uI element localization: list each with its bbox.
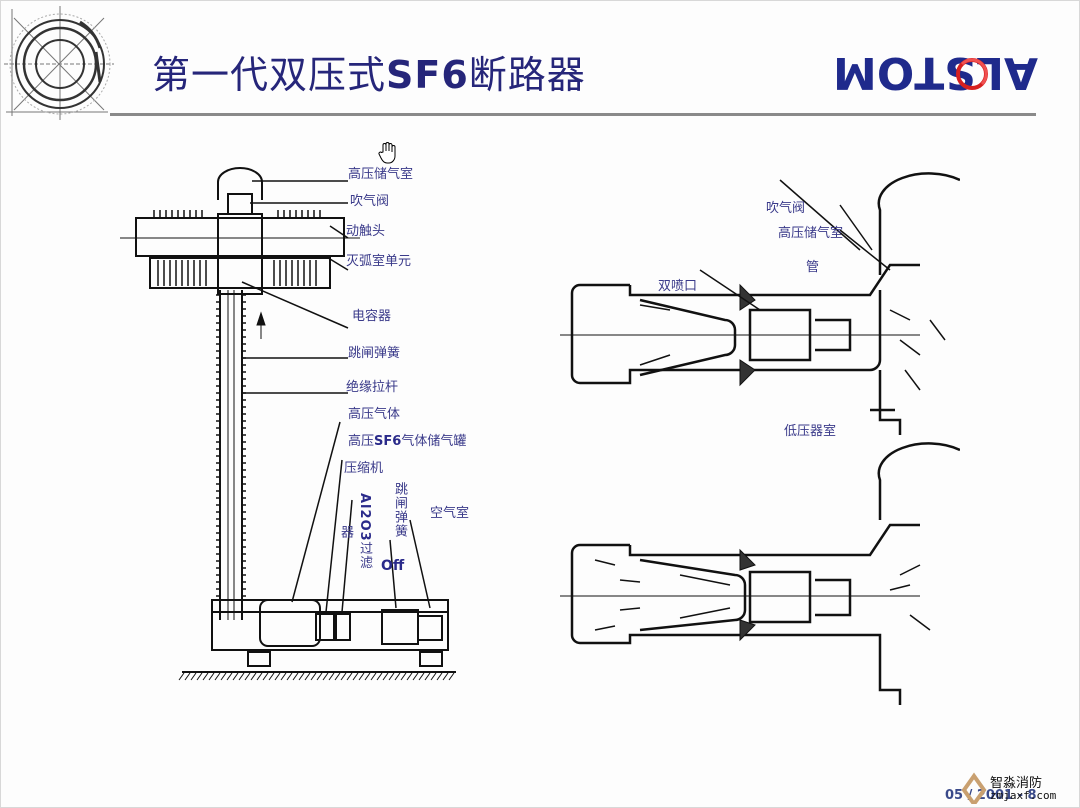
label-off: Off (381, 558, 405, 574)
ground-hatch-line (328, 672, 335, 681)
ground-hatch-line (244, 672, 251, 681)
ground-hatch-line (358, 672, 365, 681)
left-breaker-diagram (120, 167, 456, 681)
ground-hatch-line (448, 672, 455, 681)
ground-hatch-line (346, 672, 353, 681)
ground-hatch-line (298, 672, 305, 681)
ground-hatch-line (352, 672, 359, 681)
ground-hatch-line (208, 672, 215, 681)
ground-hatch-line (424, 672, 431, 681)
ground-hatch-line (400, 672, 407, 681)
page-number: 05 / 2001 - 8 (945, 788, 1037, 803)
ground-hatch-line (376, 672, 383, 681)
ground-hatch-line (340, 672, 347, 681)
label-sf6-tank: 高压SF6气体储气罐 (348, 430, 466, 449)
label-blow-valve: 吹气阀 (350, 194, 390, 209)
label-double-nozzle: 双喷口 (658, 279, 698, 294)
ground-hatch-line (232, 672, 239, 681)
filter-label-bold: Al2O3 (357, 493, 372, 542)
slide-title: 第一代双压式SF6断路器 (152, 44, 586, 99)
label-hp-gas: 高压气体 (348, 407, 401, 422)
ground-hatch-line (250, 672, 257, 681)
label-right-blow-valve: 吹气阀 (766, 201, 806, 216)
title-text-suffix: 断路器 (468, 53, 586, 97)
ground-hatch-line (322, 672, 329, 681)
ground-hatch-line (388, 672, 395, 681)
ground-hatch-line (442, 672, 449, 681)
ground-hatch-line (286, 672, 293, 681)
ground-hatch-line (418, 672, 425, 681)
ground-hatch-line (334, 672, 341, 681)
filter-label-text: 过滤 (357, 541, 372, 570)
label-right-hp-chamber: 高压储气室 (778, 226, 844, 241)
label-lp-chamber: 低压器室 (784, 424, 837, 439)
ground-hatch-line (214, 672, 221, 681)
ground-hatch-line (190, 672, 197, 681)
right-nozzle-diagram-bottom (560, 442, 960, 705)
ground-hatch-line (226, 672, 233, 681)
ground-hatch-line (430, 672, 437, 681)
ground-hatch-line (256, 672, 263, 681)
ground-hatch-line (184, 672, 191, 681)
ground-hatch-line (292, 672, 299, 681)
hand-cursor-icon (378, 142, 396, 164)
label-moving-contact: 动触头 (346, 224, 386, 239)
label-filter-tail: 器 (338, 525, 353, 539)
ground-hatch-line (268, 672, 275, 681)
tank-label-suffix: 气体储气罐 (401, 434, 467, 449)
ground-hatch-line (436, 672, 443, 681)
ground-hatch-line (262, 672, 269, 681)
svg-text:ALSTOM: ALSTOM (833, 52, 1038, 98)
ground-hatch-line (382, 672, 389, 681)
ground-hatch-line (178, 672, 185, 681)
title-text-bold: SF6 (386, 53, 469, 97)
watermark-name: 智淼消防 (990, 776, 1043, 791)
label-trip-spring: 跳闸弹簧 (348, 346, 401, 361)
title-text-prefix: 第一代双压式 (152, 53, 387, 97)
label-trip-spring-vertical: 跳闸弹簧 (392, 482, 407, 538)
label-arc-chamber-unit: 灭弧室单元 (346, 254, 412, 269)
ground-hatch-line (280, 672, 287, 681)
ground-hatch-line (310, 672, 317, 681)
ground-hatch-line (394, 672, 401, 681)
watermark-url: zmjaxf.com (990, 789, 1057, 802)
ground-hatch-line (220, 672, 227, 681)
ground-hatch-line (364, 672, 371, 681)
ground-hatch-line (370, 672, 377, 681)
label-right-pipe: 管 (806, 260, 820, 275)
alstom-logo: ALSTOM (833, 52, 1038, 98)
tank-label-prefix: 高压 (348, 434, 375, 449)
label-compressor: 压缩机 (344, 461, 384, 476)
ground-hatch-line (196, 672, 203, 681)
label-air-chamber: 空气室 (430, 506, 470, 521)
ground-hatch-line (406, 672, 413, 681)
engineering-circle-logo (4, 6, 114, 120)
label-insulating-rod: 绝缘拉杆 (346, 380, 399, 395)
ground-hatch-line (202, 672, 209, 681)
ground-hatch-line (412, 672, 419, 681)
ground-hatch-line (316, 672, 323, 681)
watermark-logo-icon (961, 772, 987, 804)
ground-hatch-line (304, 672, 311, 681)
right-nozzle-diagram-top (560, 172, 960, 435)
title-divider (110, 113, 1036, 116)
label-capacitor: 电容器 (352, 309, 392, 324)
label-hp-reservoir: 高压储气室 (348, 167, 414, 182)
ground-hatch-line (274, 672, 281, 681)
ground-hatch-line (238, 672, 245, 681)
label-al2o3-filter: Al2O3过滤 (355, 493, 374, 570)
tank-label-bold: SF6 (374, 434, 402, 449)
